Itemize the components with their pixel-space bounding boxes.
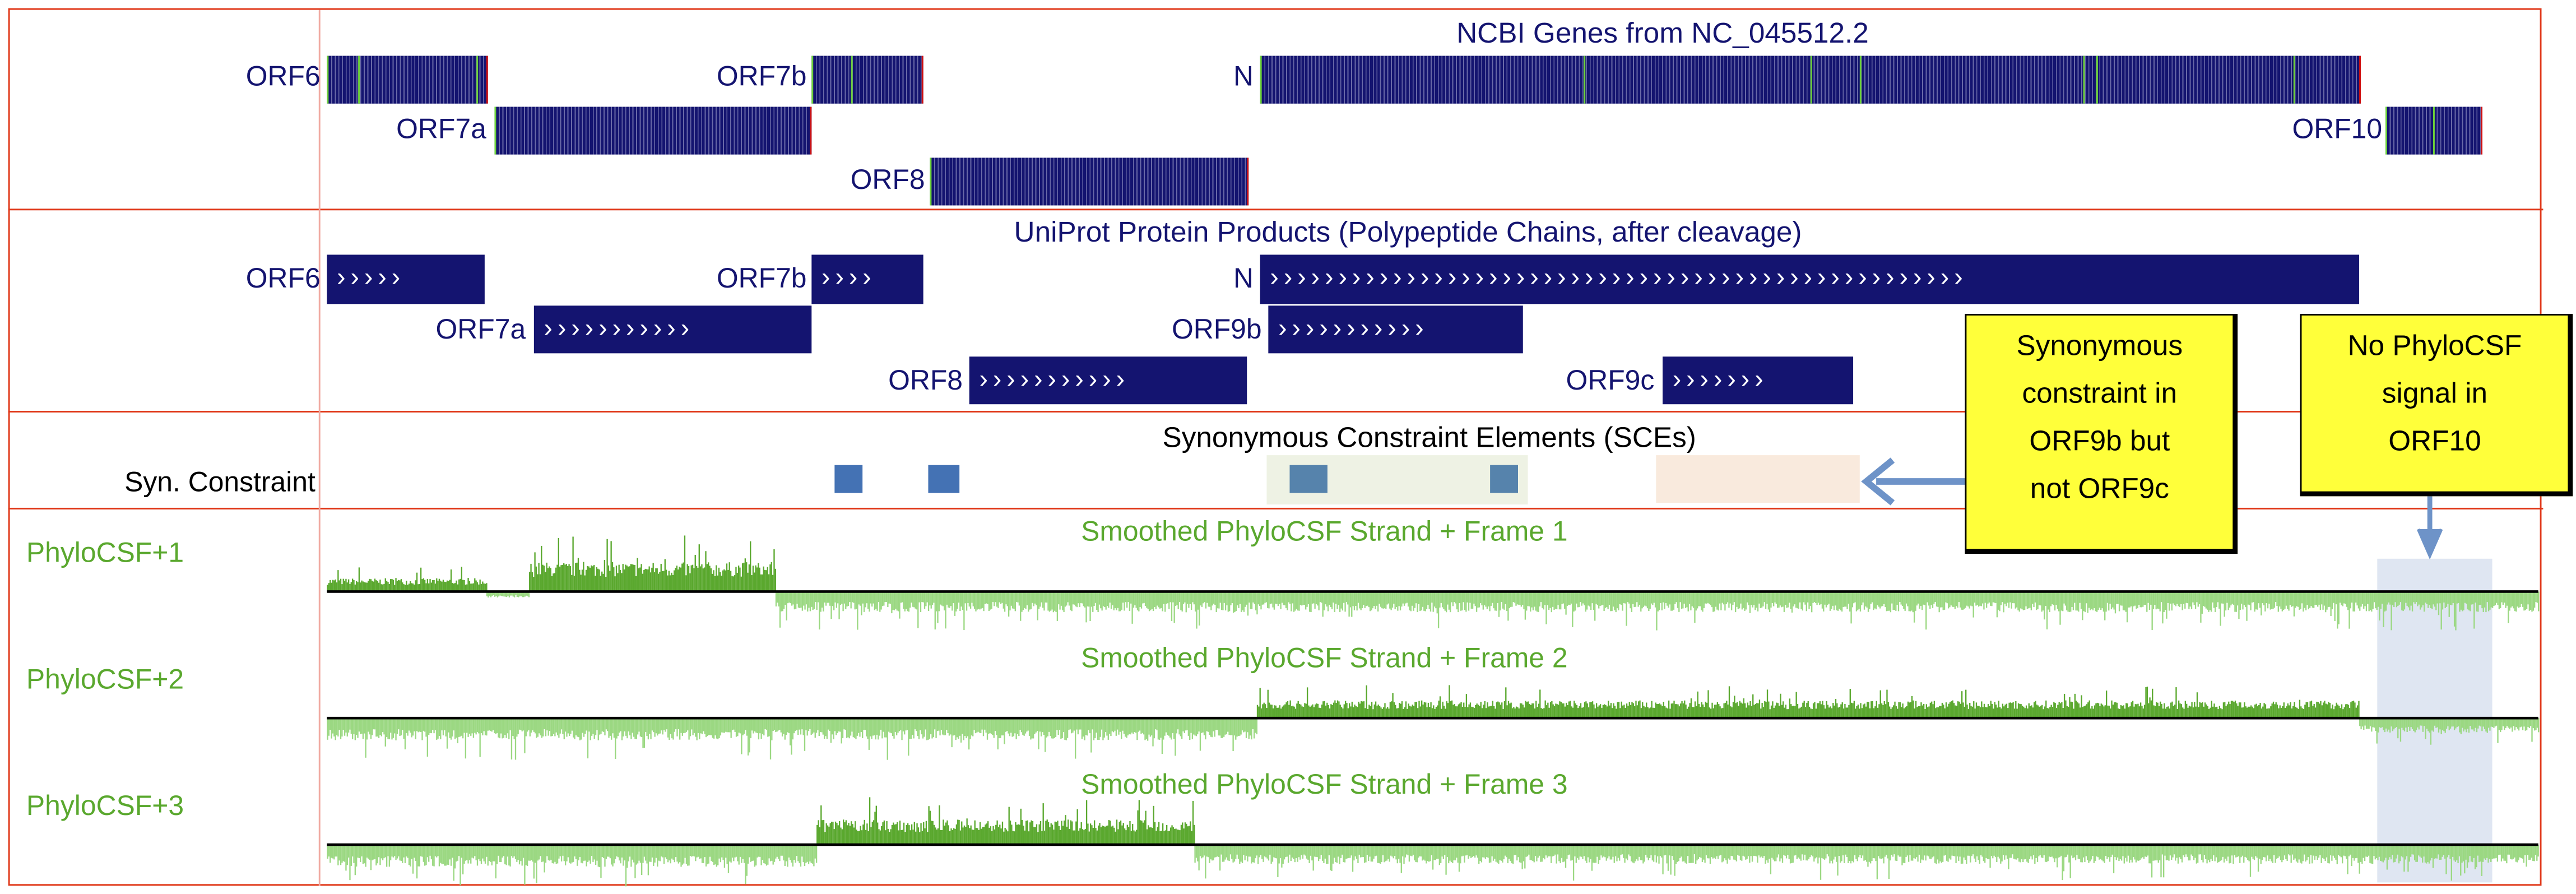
uniprot-track-title: UniProt Protein Products (Polypeptide Ch… (1014, 215, 1802, 248)
phylocsf-1-title: Smoothed PhyloCSF Strand + Frame 1 (1081, 516, 1568, 548)
product-orf7a[interactable]: ››››››››››› (533, 305, 812, 354)
syn-track-title: Synonymous Constraint Elements (SCEs) (1162, 420, 1696, 454)
callout-text: ORF10 (2388, 424, 2481, 457)
product-orf6[interactable]: ››››› (327, 254, 485, 304)
callout-text: constraint in (2022, 376, 2178, 410)
phylocsf-3-signal (327, 797, 2539, 887)
gene-label-orf8[interactable]: ORF8 (850, 164, 925, 196)
product-orf9c[interactable]: ››››››› (1662, 356, 1854, 405)
orf9c-highlight (1656, 455, 1860, 503)
track-divider (8, 410, 2543, 413)
product-label-orf7a[interactable]: ORF7a (435, 313, 526, 345)
phylocsf-2-label[interactable]: PhyloCSF+2 (26, 664, 184, 696)
sce-element[interactable] (1490, 465, 1518, 493)
phylocsf-1-label[interactable]: PhyloCSF+1 (26, 537, 184, 569)
callout-syn-constraint: Synonymous constraint in ORF9b but not O… (1965, 313, 2238, 554)
gene-label-n[interactable]: N (1233, 61, 1254, 92)
phylocsf-1-signal (327, 535, 2540, 631)
product-label-orf6[interactable]: ORF6 (245, 263, 321, 294)
label-column-divider (318, 10, 321, 886)
callout-text: Synonymous (2016, 328, 2183, 362)
left-arrow-icon (1861, 457, 1965, 506)
phylocsf-3-label[interactable]: PhyloCSF+3 (26, 790, 184, 822)
gene-label-orf10[interactable]: ORF10 (2292, 113, 2383, 145)
product-orf7b[interactable]: ›››› (811, 254, 923, 304)
gene-orf6[interactable] (327, 55, 488, 104)
phylocsf-3-title: Smoothed PhyloCSF Strand + Frame 3 (1081, 769, 1568, 800)
track-divider (8, 209, 2543, 211)
callout-text: not ORF9c (2030, 471, 2169, 505)
ncbi-track-title: NCBI Genes from NC_045512.2 (1456, 16, 1869, 49)
sce-element[interactable] (1289, 465, 1328, 493)
callout-text: No PhyloCSF (2347, 328, 2522, 362)
gene-label-orf7a[interactable]: ORF7a (396, 113, 486, 145)
gene-orf10[interactable] (2385, 106, 2482, 155)
phylocsf-2-title: Smoothed PhyloCSF Strand + Frame 2 (1081, 642, 1568, 674)
track-divider (8, 507, 2543, 509)
callout-orf10: No PhyloCSF signal in ORF10 (2300, 313, 2573, 497)
product-label-orf7b[interactable]: ORF7b (716, 263, 807, 294)
gene-label-orf7b[interactable]: ORF7b (716, 61, 807, 92)
gene-orf7b[interactable] (811, 55, 923, 104)
callout-text: signal in (2382, 376, 2488, 410)
callout-text: ORF9b but (2029, 424, 2170, 457)
gene-n[interactable] (1260, 55, 2361, 104)
product-label-n[interactable]: N (1233, 263, 1254, 294)
sce-element[interactable] (834, 465, 863, 493)
gene-orf7a[interactable] (494, 106, 812, 155)
gene-orf8[interactable] (930, 158, 1249, 206)
syn-track-label[interactable]: Syn. Constraint (124, 466, 315, 498)
product-label-orf8[interactable]: ORF8 (888, 364, 963, 396)
down-arrow-icon (2416, 494, 2443, 560)
product-orf9b[interactable]: ››››››››››› (1268, 305, 1523, 354)
product-label-orf9b[interactable]: ORF9b (1171, 313, 1262, 345)
product-label-orf9c[interactable]: ORF9c (1566, 364, 1655, 396)
phylocsf-2-signal (327, 685, 2540, 760)
sce-element[interactable] (928, 465, 960, 493)
product-orf8[interactable]: ››››››››››› (969, 356, 1247, 405)
gene-label-orf6[interactable]: ORF6 (245, 61, 321, 92)
product-n[interactable]: ››››››››››››››››››››››››››››››››››››››››… (1260, 254, 2360, 304)
